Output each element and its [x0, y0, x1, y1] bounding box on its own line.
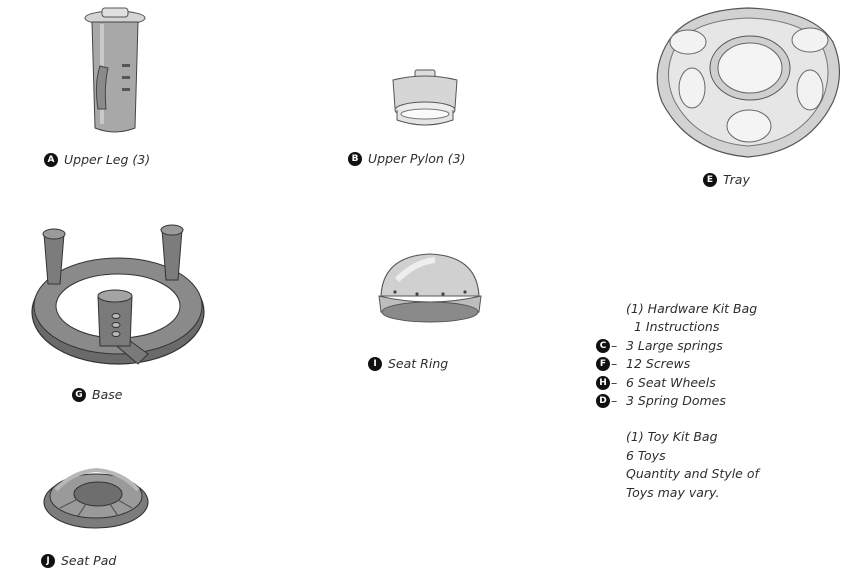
hardware-item-text: 12 Screws [626, 356, 691, 372]
toy-note-line-1: Quantity and Style of [626, 466, 759, 482]
upper-pylon-label: Upper Pylon (3) [368, 151, 466, 166]
seat-ring-label: Seat Ring [388, 356, 449, 371]
seat-ring-caption: I Seat Ring [368, 356, 448, 371]
upper-leg-illustration [84, 7, 146, 133]
seat-pad-caption: J Seat Pad [41, 553, 116, 568]
tray-caption: E Tray [703, 172, 750, 187]
list-spacer [596, 410, 759, 428]
toy-bag-title: (1) Toy Kit Bag [626, 429, 718, 445]
hardware-item-text: 6 Seat Wheels [626, 374, 716, 390]
tray-illustration [656, 7, 841, 158]
upper-pylon-illustration [392, 69, 458, 126]
letter-g-badge: G [72, 387, 86, 402]
hardware-item: F– 12 Screws [596, 355, 759, 373]
tray-label: Tray [723, 172, 750, 187]
base-illustration [31, 224, 205, 365]
hardware-item-text: 3 Large springs [626, 337, 723, 353]
kit-contents-list: (1) Hardware Kit Bag 1 Instructions C– 3… [596, 300, 759, 502]
seat-pad-illustration [43, 467, 149, 529]
hardware-item-text: 3 Spring Domes [626, 392, 726, 408]
toy-count: 6 Toys [626, 447, 666, 463]
seat-ring-illustration [378, 253, 482, 323]
letter-f-badge: F [596, 357, 610, 372]
upper-leg-caption: A Upper Leg (3) [44, 152, 150, 167]
hardware-bag-title: (1) Hardware Kit Bag [626, 301, 758, 316]
letter-d-badge: D [596, 394, 610, 409]
letter-j-badge: J [41, 553, 55, 568]
hardware-item: D– 3 Spring Domes [596, 392, 759, 410]
hardware-item: C– 3 Large springs [596, 337, 759, 355]
hardware-item: H– 6 Seat Wheels [596, 374, 759, 392]
letter-b-badge: B [348, 151, 362, 166]
base-label: Base [92, 387, 123, 402]
letter-i-badge: I [368, 356, 382, 371]
letter-h-badge: H [596, 375, 610, 390]
seat-pad-label: Seat Pad [61, 553, 117, 568]
instructions-line: 1 Instructions [634, 319, 720, 335]
letter-a-badge: A [44, 152, 58, 167]
base-caption: G Base [72, 387, 122, 402]
toy-note-line-2: Toys may vary. [626, 484, 720, 500]
letter-c-badge: C [596, 338, 610, 353]
upper-leg-label: Upper Leg (3) [64, 152, 151, 167]
upper-pylon-caption: B Upper Pylon (3) [348, 151, 465, 166]
letter-e-badge: E [703, 172, 717, 187]
